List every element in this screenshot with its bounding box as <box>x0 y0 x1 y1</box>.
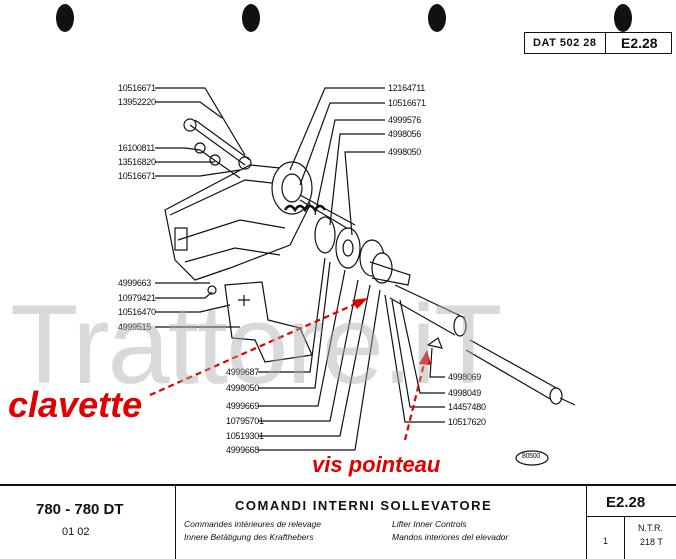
part-number: 4999576 <box>388 115 421 125</box>
title-spanish: Mandos interiores del elevador <box>392 532 509 542</box>
annotation-clavette: clavette <box>8 384 143 425</box>
part-number: 10516470 <box>118 307 156 317</box>
part-number: 4998050 <box>226 383 259 393</box>
part-number: 10979421 <box>118 293 156 303</box>
part-number: 10795701 <box>226 416 264 426</box>
part-number: 4999669 <box>226 401 259 411</box>
page-title: COMANDI INTERNI SOLLEVATORE <box>235 498 493 513</box>
annotation-vis-pointeau: vis pointeau <box>312 452 441 477</box>
part-number: 4999515 <box>118 322 151 332</box>
title-french: Commandes intérieures de relevage <box>184 519 322 529</box>
plate-number: E2.28 <box>621 35 658 51</box>
document-code: DAT 502 28 <box>533 37 597 49</box>
page-number: 1 <box>603 536 609 546</box>
watermark: Trattore.iT <box>10 282 502 407</box>
part-number: 10519301 <box>226 431 264 441</box>
part-number: 10516671 <box>388 98 426 108</box>
model-variants: 01 02 <box>62 526 90 538</box>
header-reference-box: DAT 502 28 E2.28 <box>524 32 672 54</box>
exploded-parts-diagram <box>149 87 576 466</box>
part-number: 10516671 <box>118 83 156 93</box>
part-number: 4998050 <box>388 147 421 157</box>
footer-plate-number: E2.28 <box>606 494 646 511</box>
part-number: 4999687 <box>226 367 259 377</box>
part-number: 4998069 <box>448 372 481 382</box>
part-number: 10517620 <box>448 417 486 427</box>
title-block: 780 - 780 DT 01 02 COMANDI INTERNI SOLLE… <box>0 484 676 559</box>
ntr-label: N.T.R. <box>638 523 664 533</box>
drawing-stamp: 80500 <box>522 453 540 460</box>
part-number: 16100811 <box>118 143 155 153</box>
title-german: Innere Betätigung des Krafthebers <box>184 532 314 542</box>
part-number: 4999663 <box>118 278 151 288</box>
part-number: 4999668 <box>226 445 259 455</box>
part-number: 4998056 <box>388 129 421 139</box>
part-number: 13952220 <box>118 97 156 107</box>
ntr-code: 218 T <box>640 537 663 547</box>
part-number: 14457480 <box>448 402 486 412</box>
part-number: 4998049 <box>448 388 481 398</box>
binder-hole <box>242 4 260 32</box>
part-number: 10516671 <box>118 171 156 181</box>
part-number: 12164711 <box>388 83 425 93</box>
model-name: 780 - 780 DT <box>36 501 124 518</box>
part-number: 13516820 <box>118 157 156 167</box>
title-english: Lifter Inner Controls <box>392 519 467 529</box>
binder-hole <box>428 4 446 32</box>
binder-hole <box>56 4 74 32</box>
binder-hole <box>614 4 632 32</box>
